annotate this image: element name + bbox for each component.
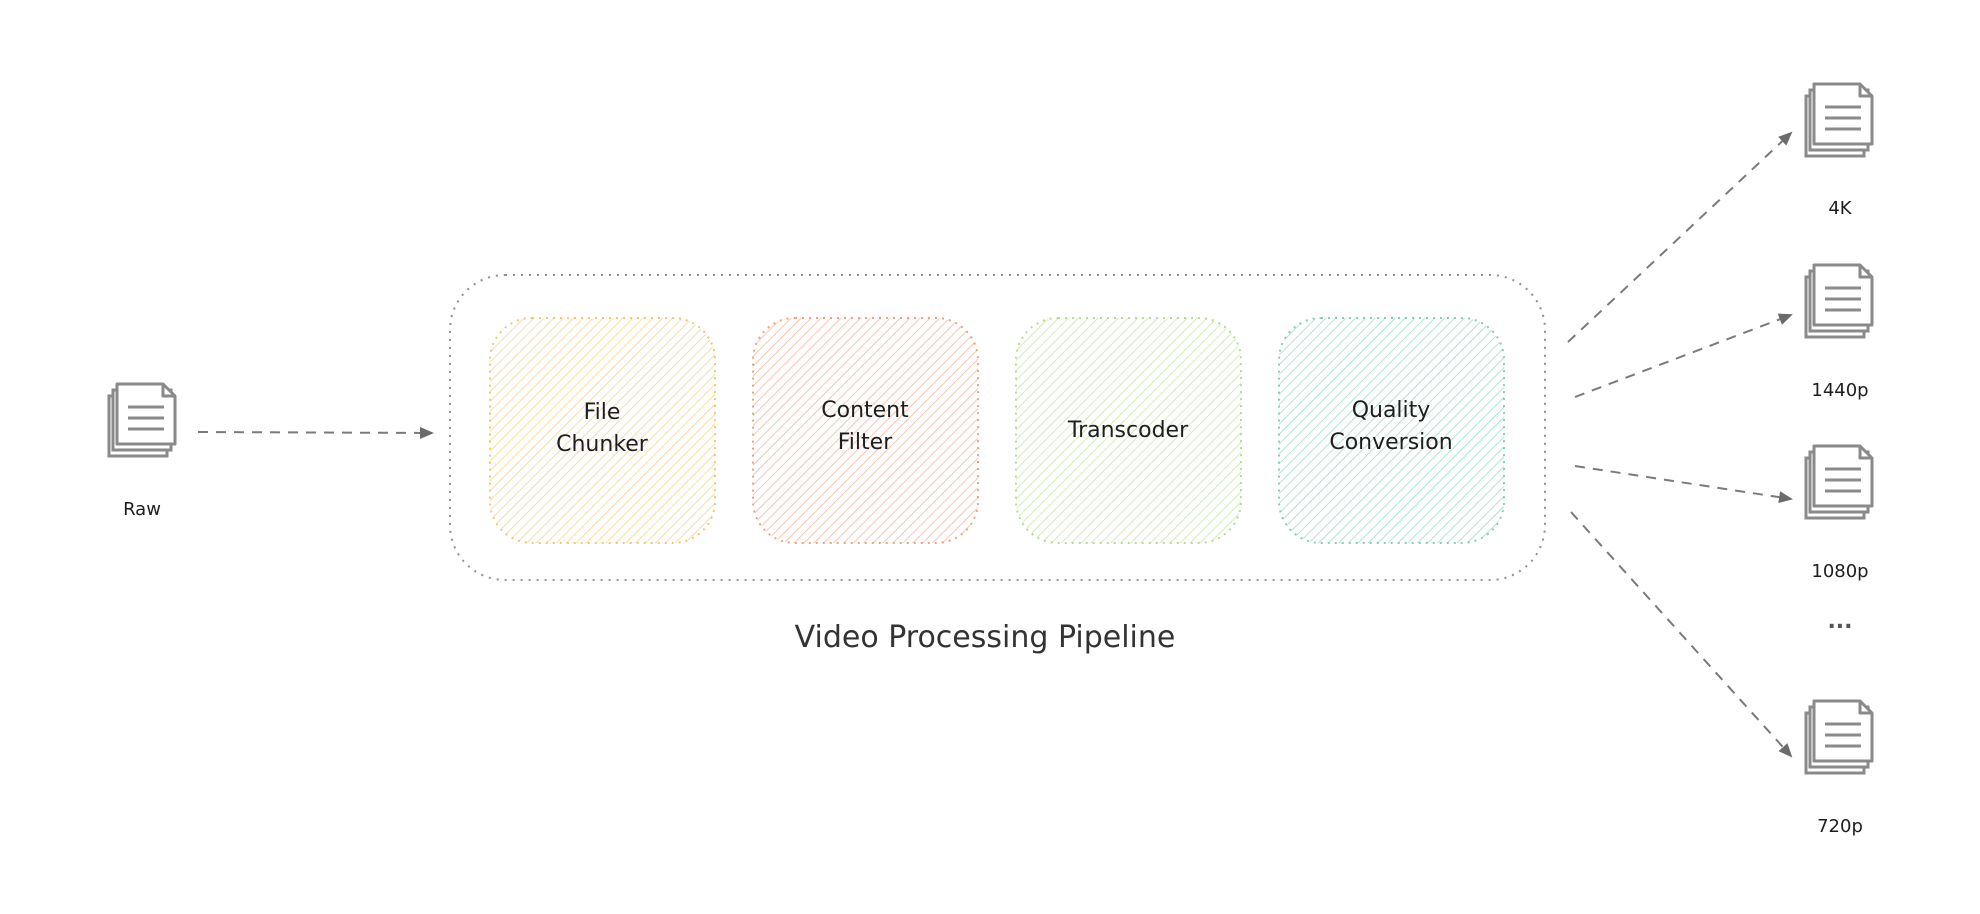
output-label-1440p: 1440p	[1811, 380, 1868, 401]
output-arrow-1440p	[1574, 313, 1793, 398]
output-label-720p: 720p	[1817, 816, 1863, 837]
stage-label: Content	[821, 398, 909, 423]
stage-box-content-filter: Content Filter	[752, 317, 979, 544]
more-outputs-ellipsis: ...	[1827, 609, 1852, 634]
output-label-1080p: 1080p	[1811, 561, 1868, 582]
output-label-4k: 4K	[1828, 198, 1852, 219]
output-720p: 720p	[1804, 699, 1874, 837]
output-1440p: 1440p	[1804, 263, 1874, 401]
raw-label: Raw	[123, 499, 161, 520]
document-stack-icon	[1804, 82, 1874, 158]
document-stack-icon	[1804, 699, 1874, 775]
stage-label: Conversion	[1329, 430, 1452, 455]
raw-input: Raw	[107, 382, 177, 520]
document-stack-icon	[1804, 263, 1874, 339]
stage-label: Quality	[1352, 398, 1431, 423]
output-arrow-4k	[1567, 131, 1793, 343]
output-arrow-720p	[1570, 511, 1793, 758]
input-arrow	[197, 426, 434, 439]
stage-box-file-chunker: File Chunker	[489, 317, 716, 544]
stage-box-transcoder: Transcoder	[1015, 317, 1242, 544]
stage-label: Chunker	[556, 432, 649, 457]
pipeline-title: Video Processing Pipeline	[795, 620, 1176, 655]
output-4k: 4K	[1804, 82, 1874, 219]
stage-label: Transcoder	[1067, 418, 1189, 443]
document-stack-icon	[107, 382, 177, 458]
stage-label: File	[584, 400, 621, 425]
document-stack-icon	[1804, 444, 1874, 520]
stage-box-quality-conversion: Quality Conversion	[1278, 317, 1505, 544]
pipeline-container	[449, 274, 1546, 581]
output-arrow-1080p	[1574, 465, 1793, 504]
stage-label: Filter	[838, 430, 893, 455]
output-1080p: 1080p	[1804, 444, 1874, 582]
